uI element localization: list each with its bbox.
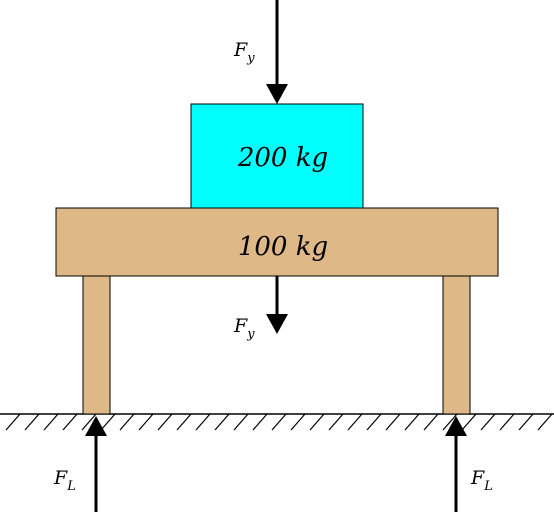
hatch-mark xyxy=(461,414,477,431)
hatch-mark xyxy=(119,414,135,431)
hatch-mark xyxy=(252,414,268,431)
hatch-mark xyxy=(24,414,40,431)
hatch-mark xyxy=(366,414,382,431)
hatch-mark xyxy=(100,414,116,431)
force-arrow-right-reaction xyxy=(445,416,467,512)
hatch-mark xyxy=(347,414,363,431)
hatch-mark xyxy=(328,414,344,431)
hatch-mark xyxy=(290,414,306,431)
table-mass-label: 100 kg xyxy=(238,232,328,262)
hatch-mark xyxy=(62,414,78,431)
hatch-mark xyxy=(309,414,325,431)
hatch-mark xyxy=(81,414,97,431)
force-label-top: Fy xyxy=(233,39,255,66)
arrowhead-up-icon xyxy=(445,416,467,436)
hatch-mark xyxy=(176,414,192,431)
hatch-mark xyxy=(43,414,59,431)
force-arrow-left-reaction xyxy=(85,416,107,512)
hatch-mark xyxy=(138,414,154,431)
ground xyxy=(0,413,554,431)
hatch-mark xyxy=(442,414,458,431)
hatch-mark xyxy=(480,414,496,431)
block-mass-label: 200 kg xyxy=(237,143,328,173)
force-arrow-weight xyxy=(266,276,288,334)
table-leg-right xyxy=(442,275,471,415)
hatch-mark xyxy=(157,414,173,431)
force-label-weight: Fy xyxy=(233,315,255,342)
hatch-mark xyxy=(195,414,211,431)
table-leg-left xyxy=(82,275,111,415)
force-label-right-reaction: FL xyxy=(470,467,493,494)
arrowhead-down-icon xyxy=(266,314,288,334)
arrowhead-up-icon xyxy=(85,416,107,436)
force-label-left-reaction: FL xyxy=(53,467,76,494)
force-arrow-top xyxy=(266,0,288,104)
hatch-mark xyxy=(5,414,21,431)
hatch-mark xyxy=(385,414,401,431)
ground-hatching xyxy=(5,414,553,431)
hatch-mark xyxy=(537,414,553,431)
hatch-mark xyxy=(499,414,515,431)
hatch-mark xyxy=(518,414,534,431)
hatch-mark xyxy=(404,414,420,431)
hatch-mark xyxy=(214,414,230,431)
hatch-mark xyxy=(233,414,249,431)
hatch-mark xyxy=(271,414,287,431)
arrowhead-down-icon xyxy=(266,84,288,104)
hatch-mark xyxy=(423,414,439,431)
table-top xyxy=(55,207,499,277)
